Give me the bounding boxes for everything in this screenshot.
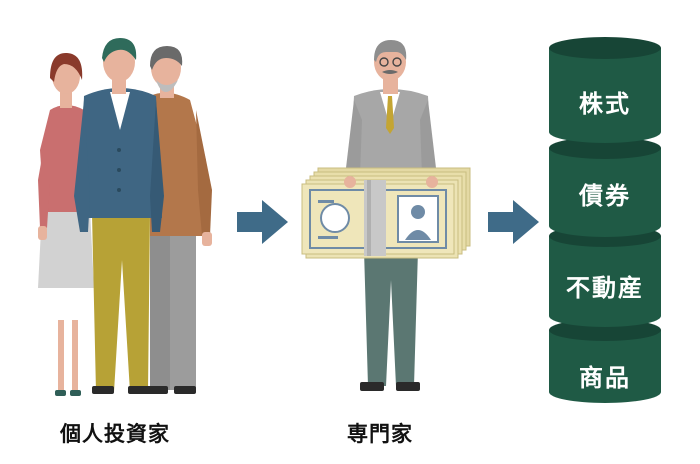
asset-label-commodities: 商品 [579,364,631,392]
cylinder-stocks [549,37,661,143]
asset-label-bonds: 債券 [579,182,631,210]
arrow-right-icon [237,200,288,244]
cylinder-bonds [549,137,661,237]
older-man-figure [146,46,212,394]
arrow-right-icon [488,200,539,244]
investors-label: 個人投資家 [60,422,170,446]
investor-group-figure [38,38,212,396]
asset-label-real-estate: 不動産 [566,274,644,302]
asset-label-stocks: 株式 [579,90,631,118]
expert-figure [346,40,436,391]
banknote-stack-icon [301,167,471,259]
expert-label: 専門家 [347,422,413,446]
woman-figure [38,52,94,396]
young-man-figure [74,38,164,394]
cylinder-stack-icon [549,37,661,403]
